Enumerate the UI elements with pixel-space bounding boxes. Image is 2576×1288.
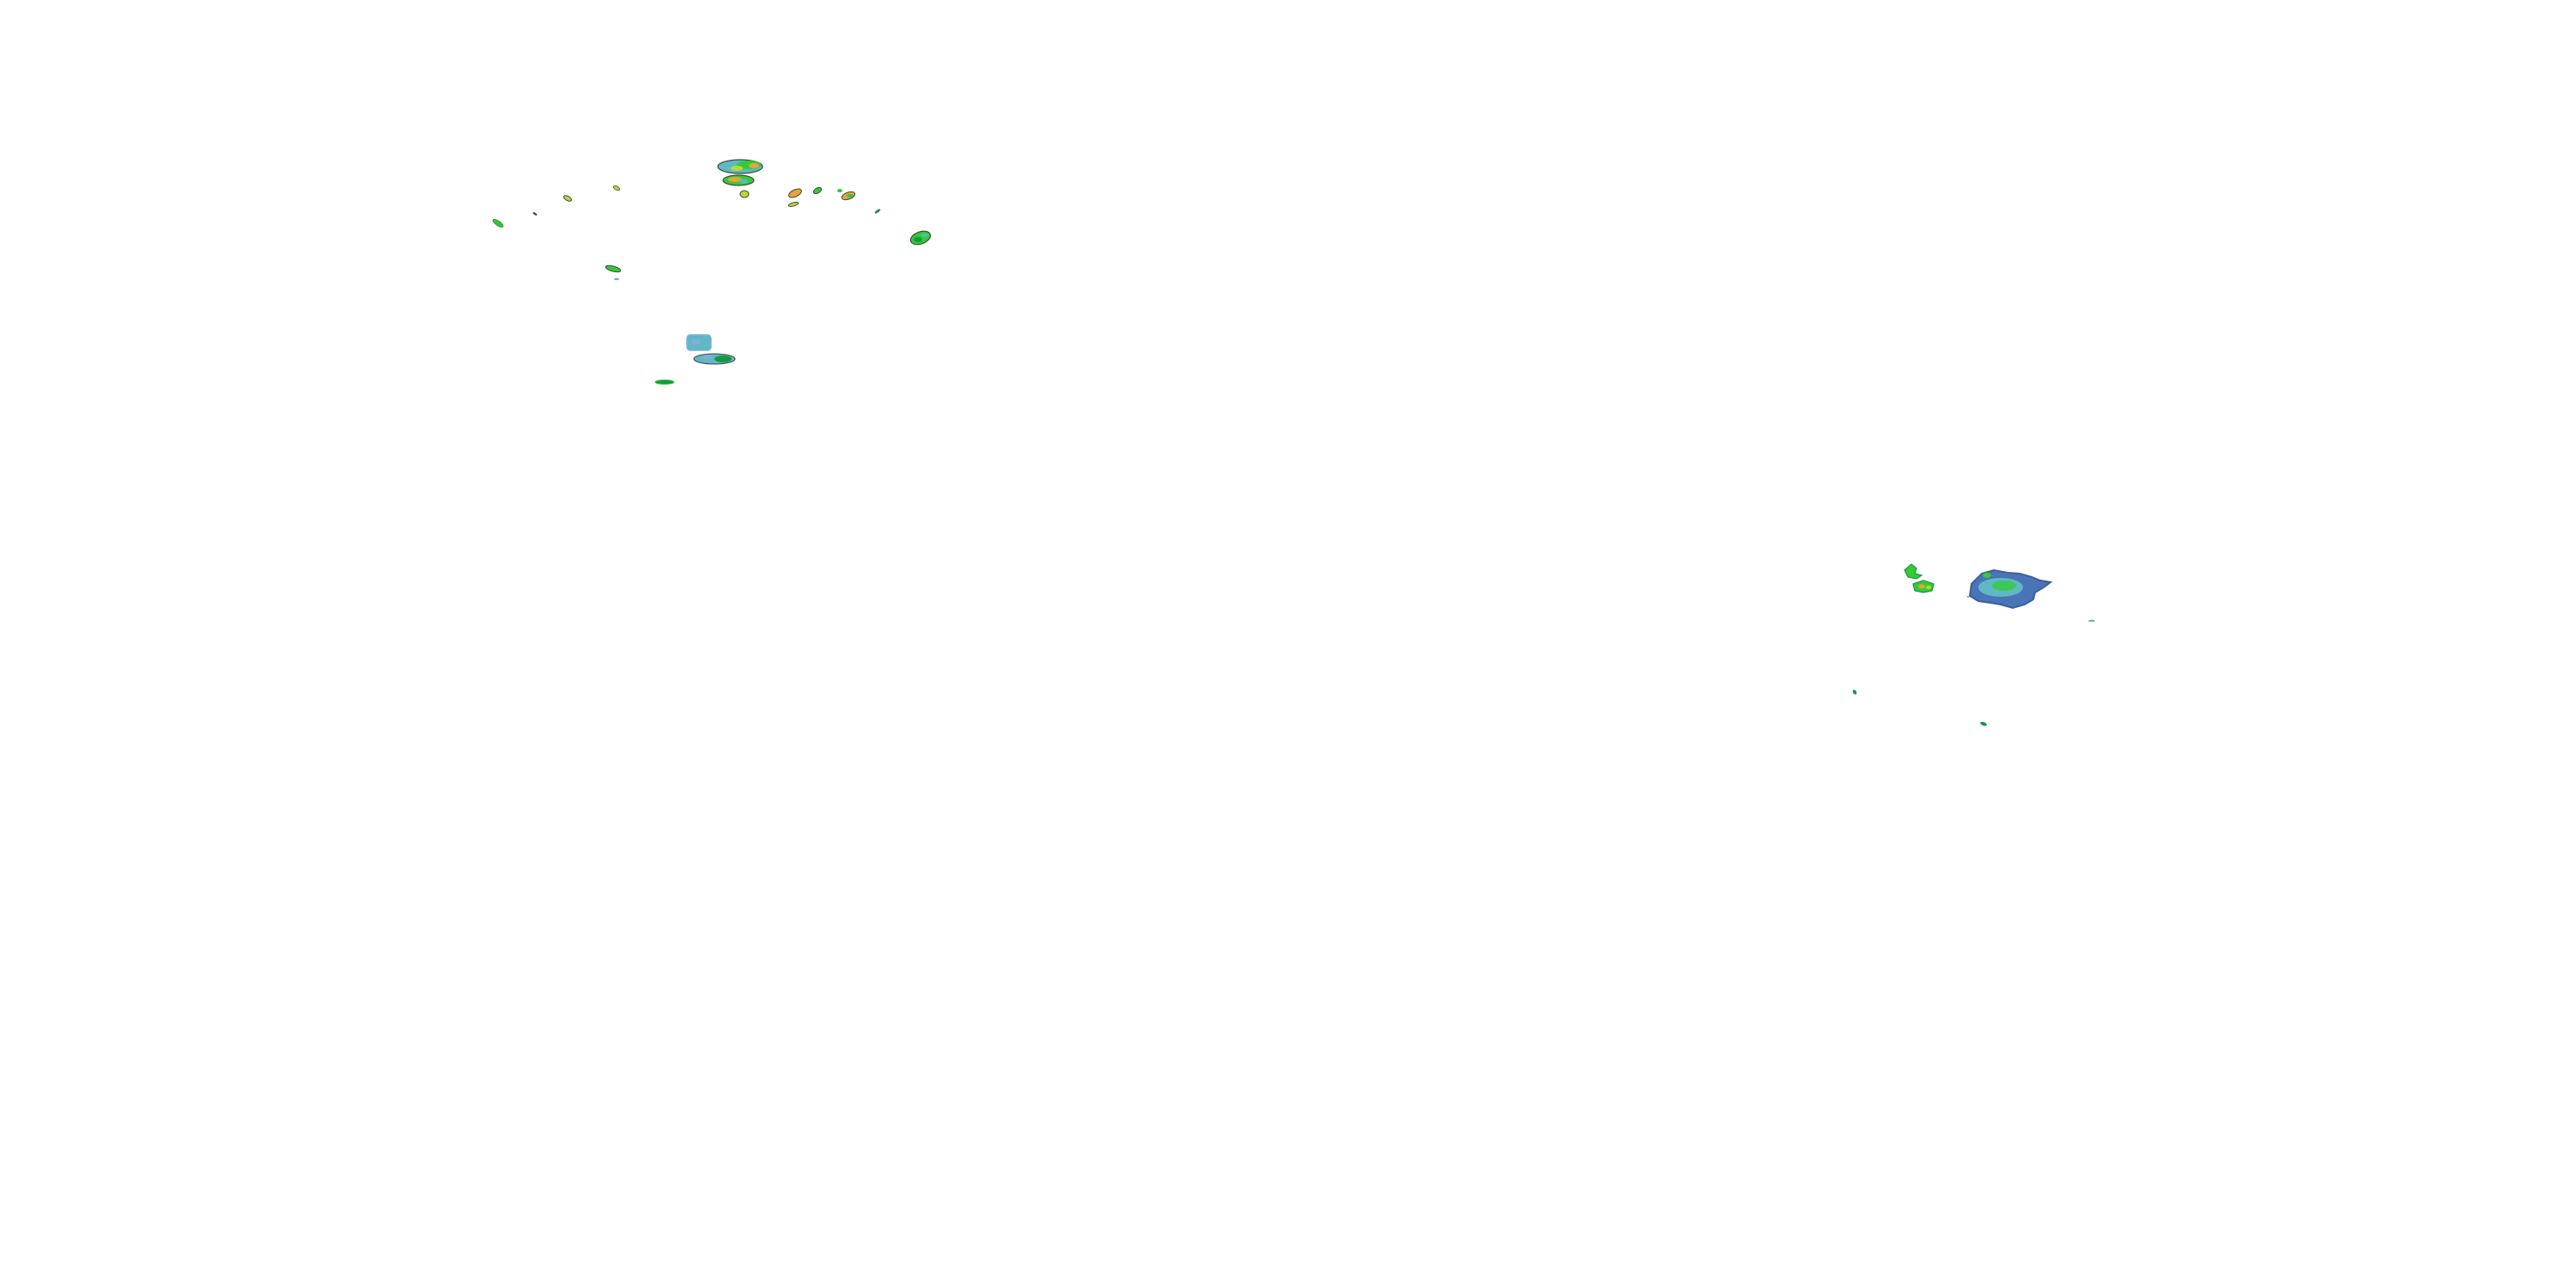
island-shape [728, 177, 742, 182]
islet [614, 277, 619, 281]
islet-chain-west [492, 185, 622, 281]
islet [1980, 721, 1987, 726]
island-shape [749, 163, 759, 168]
islet [847, 194, 854, 197]
islet [787, 202, 799, 207]
island-shape [921, 234, 928, 237]
island-cluster-south [654, 334, 736, 385]
islet [874, 209, 881, 214]
islet [654, 380, 675, 385]
eastern-island-group [1852, 563, 2095, 726]
islet [612, 185, 621, 191]
island-shape [1926, 586, 1931, 589]
islet [562, 195, 573, 202]
islet [492, 218, 504, 228]
island-shape [739, 190, 750, 198]
islet [2088, 619, 2095, 623]
islet [788, 188, 802, 198]
islet [532, 212, 538, 216]
islet [837, 189, 842, 192]
island-shape [1983, 573, 1991, 578]
large-island [1968, 568, 2053, 610]
island-shape [702, 355, 713, 360]
islet [812, 186, 823, 195]
islet-chain-east [787, 186, 932, 246]
island-shape [731, 166, 743, 171]
islet [1852, 690, 1857, 695]
island-shape [714, 355, 732, 362]
island-shape [692, 339, 701, 344]
islet [1966, 596, 1970, 598]
island-shape [1918, 584, 1925, 589]
islet [605, 264, 622, 273]
island-cluster-north [717, 159, 763, 198]
island-shape [739, 179, 748, 184]
small-island-cluster [1904, 563, 1935, 593]
western-archipelago [492, 159, 932, 385]
island-shape [914, 237, 922, 242]
island-shape [1904, 563, 1923, 580]
island-shape [1992, 580, 2016, 591]
